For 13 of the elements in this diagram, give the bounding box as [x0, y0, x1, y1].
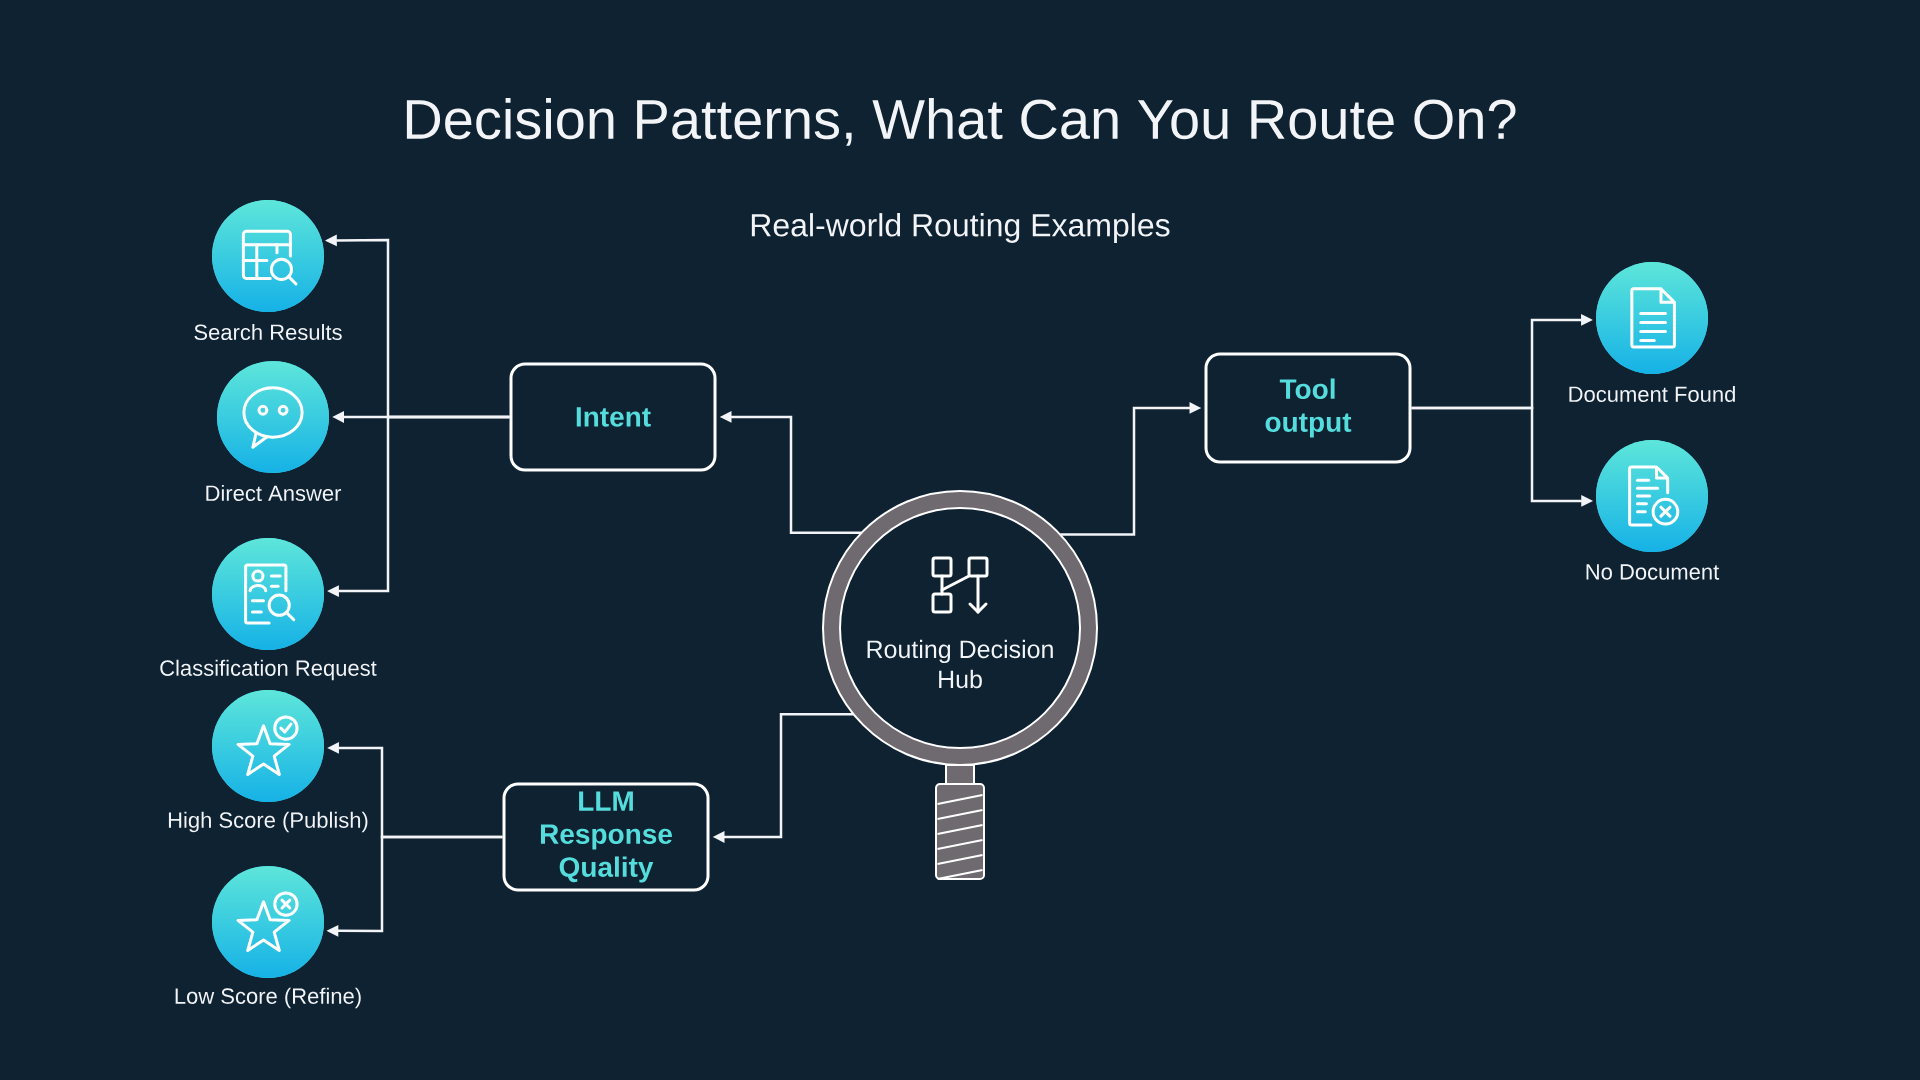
node-label: Direct Answer	[206, 484, 342, 502]
process-box: LLM Response Quality	[502, 782, 710, 892]
node-label: Document Found	[1569, 385, 1735, 403]
subtitle: Real-world Routing Examples	[751, 213, 1170, 243]
node-label: Routing Decision Hub	[867, 639, 1053, 689]
node-label: Classification Request	[160, 659, 377, 681]
process-box: Tool output	[1204, 352, 1412, 464]
node-label: High Score (Publish)	[168, 811, 368, 833]
process-box: Intent	[509, 362, 717, 472]
node-label: No Document	[1586, 564, 1720, 580]
node-label: Search Results	[194, 323, 342, 341]
node-label: Low Score (Refine)	[175, 987, 361, 1009]
title: Decision Patterns, What Can You Route On?	[406, 98, 1516, 146]
